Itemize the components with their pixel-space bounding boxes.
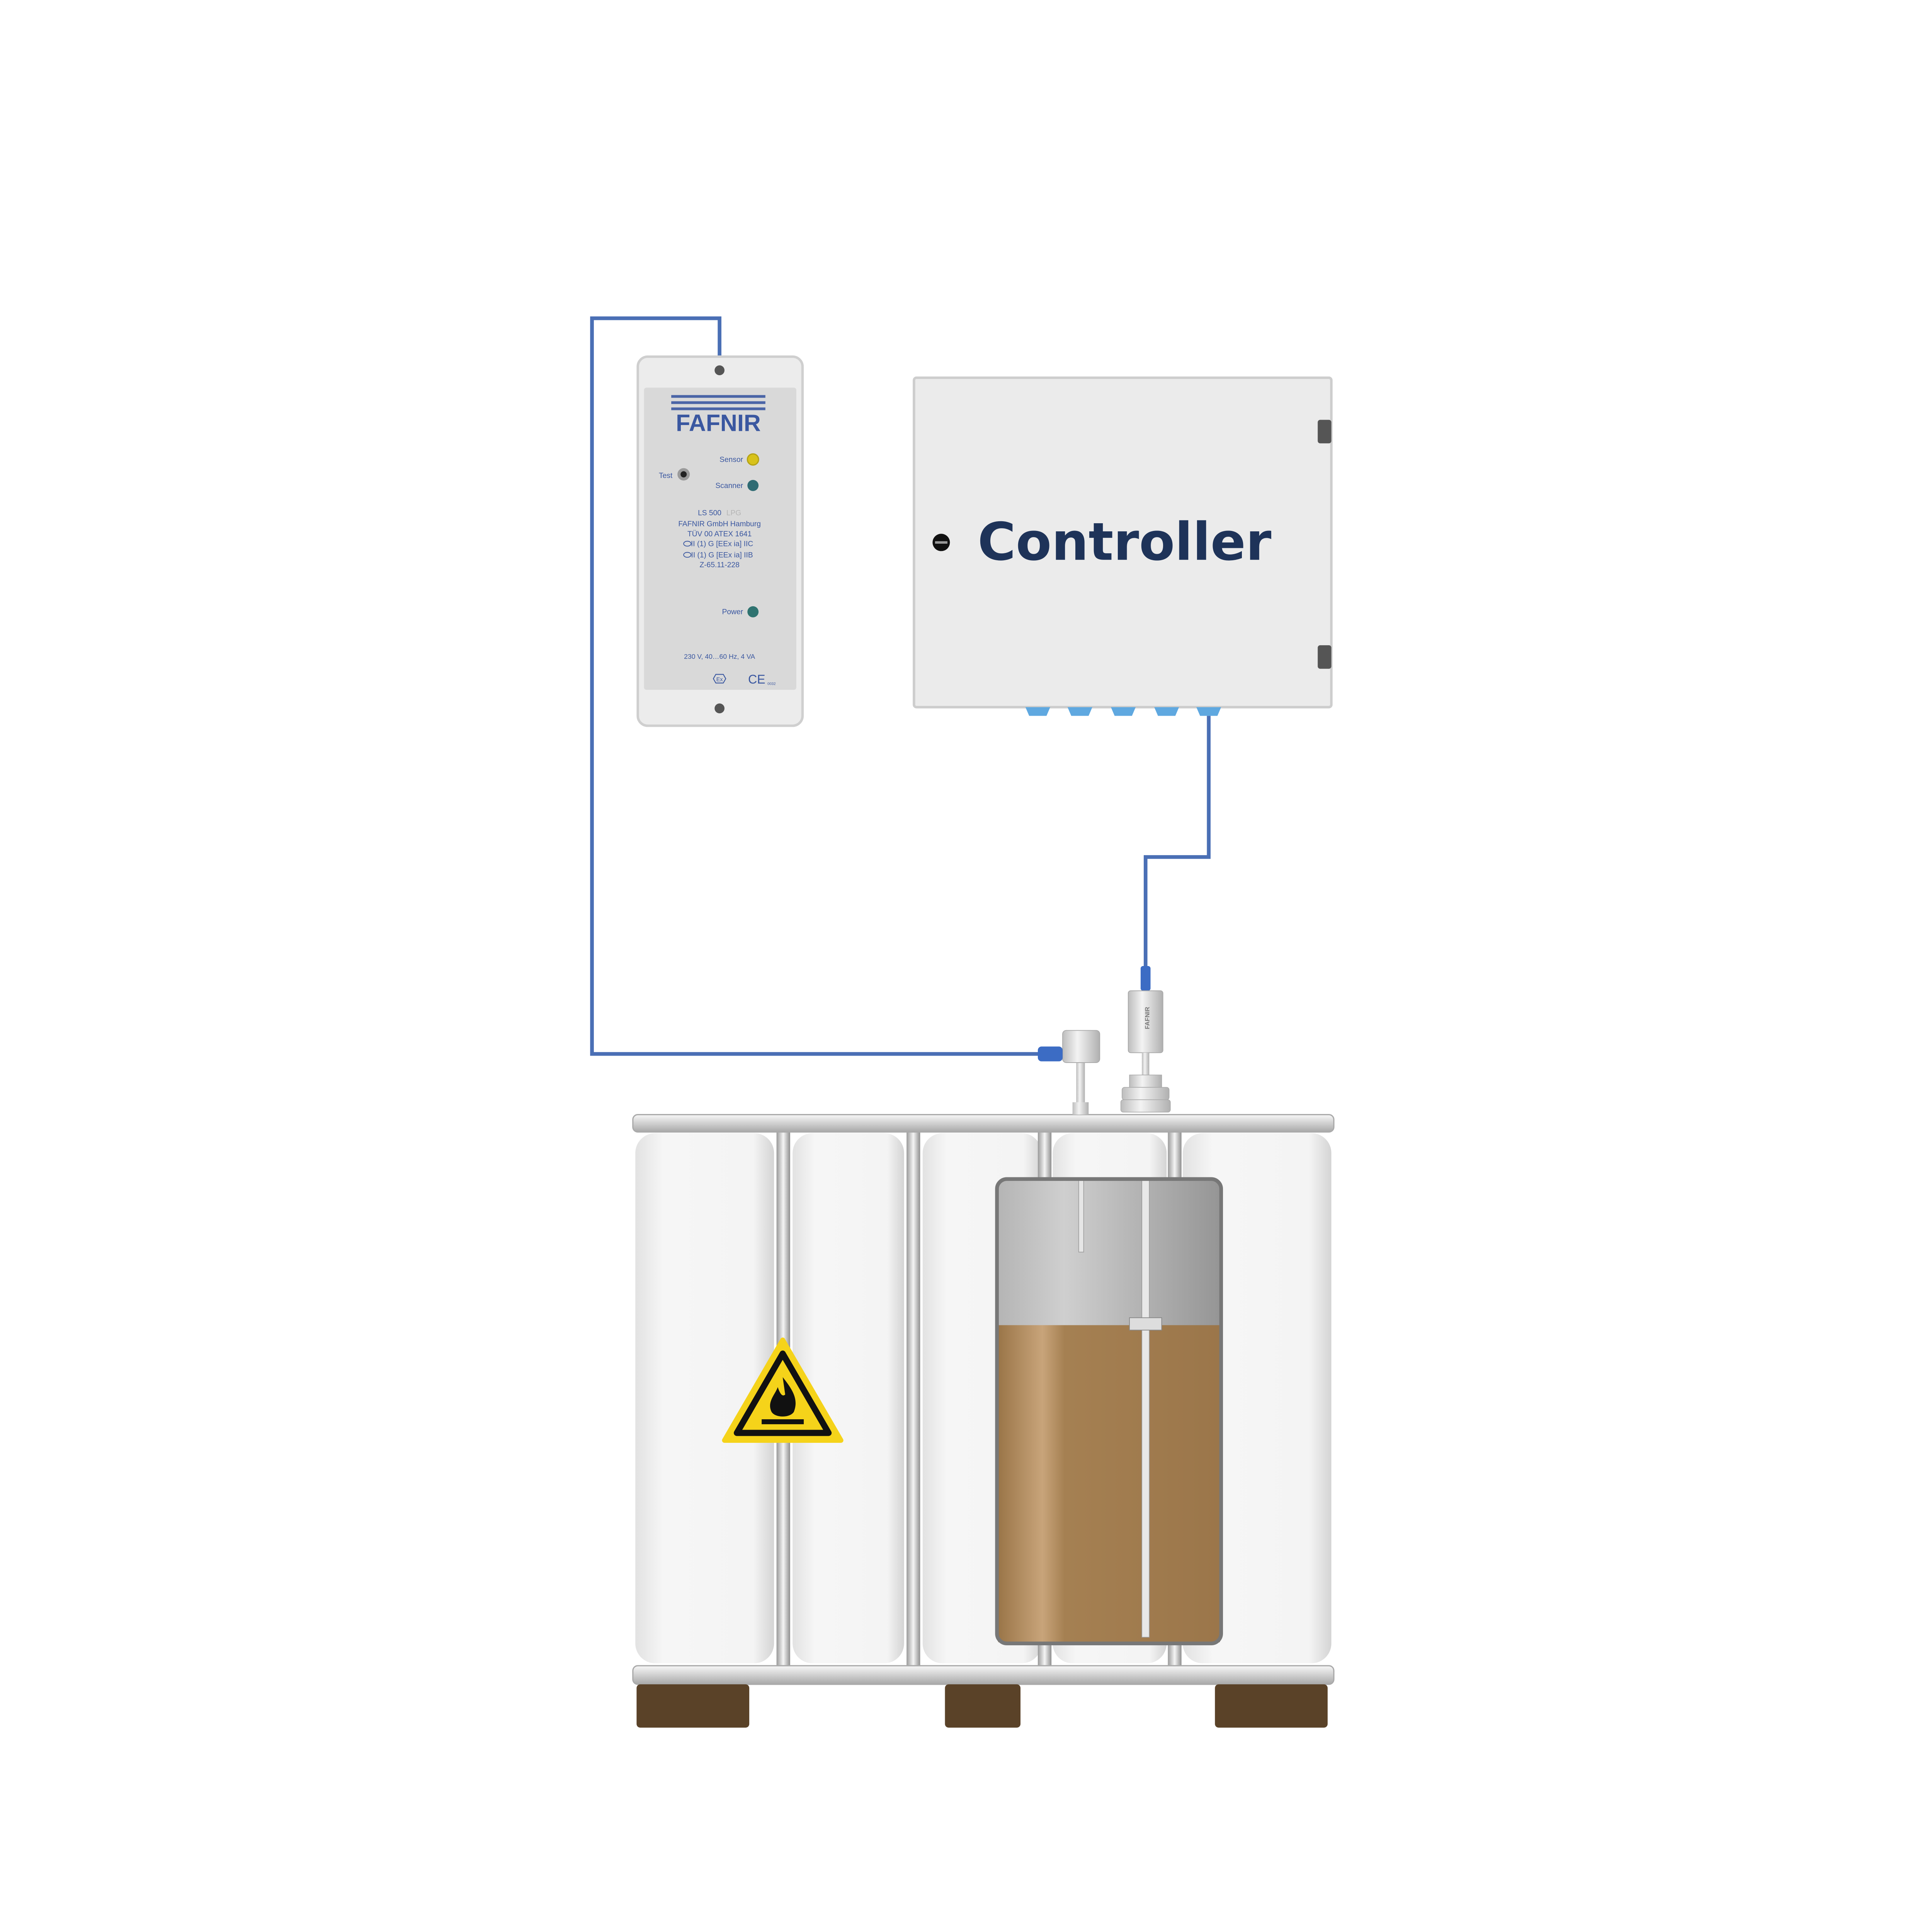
- svg-text:Ex: Ex: [716, 677, 723, 683]
- probe-brand: FAFNIR: [1144, 1007, 1151, 1029]
- fafnir-ls500-device: FAFNIR Sensor Test Scanner LS 500 LPG FAF…: [636, 355, 804, 727]
- marking-2: II (1) G [EEx ia] IIB: [691, 551, 753, 559]
- test-label: Test: [659, 472, 673, 480]
- lock-icon[interactable]: [932, 534, 950, 551]
- sensor-led: [747, 453, 759, 466]
- pallet-foot: [945, 1684, 1021, 1728]
- tank-cutaway: [995, 1177, 1223, 1646]
- level-probe-head: FAFNIR: [1120, 966, 1171, 1113]
- test-button[interactable]: [677, 468, 690, 481]
- rating: 230 V, 40…60 Hz, 4 VA: [684, 653, 755, 660]
- fafnir-logo: FAFNIR: [671, 395, 765, 436]
- probe-rod: [1141, 1180, 1150, 1638]
- liquid-level: [998, 1325, 1220, 1642]
- ex-mark-icon: Ex: [713, 674, 726, 684]
- controller-box[interactable]: Controller: [913, 376, 1333, 716]
- hinge-top: [1318, 420, 1332, 444]
- marking-1: II (1) G [EEx ia] IIC: [691, 540, 753, 548]
- cable-glands: [1025, 707, 1221, 716]
- power-label: Power: [722, 608, 743, 616]
- scanner-led: [747, 480, 759, 491]
- pallet-foot: [636, 1684, 750, 1728]
- ex-small-icon: [683, 541, 692, 547]
- logo-text: FAFNIR: [676, 410, 761, 436]
- ce-mark: CE: [748, 672, 765, 686]
- cable-gland: [1037, 1046, 1063, 1061]
- model: LS 500: [698, 509, 721, 517]
- model-variant: LPG: [726, 509, 741, 517]
- probe-connector: [1140, 966, 1151, 991]
- model-line: LS 500 LPG: [698, 509, 741, 517]
- ibc-tank: [632, 1114, 1335, 1728]
- pallet-foot: [1215, 1684, 1328, 1728]
- cable-controller-to-probe: [1143, 716, 1211, 991]
- left-fitting: [1037, 1030, 1100, 1115]
- ex-small-icon: [683, 552, 692, 558]
- power-led: [747, 606, 759, 617]
- hinge-bottom: [1318, 645, 1332, 669]
- ce-number: 0032: [767, 682, 776, 686]
- probe-float: [1129, 1317, 1162, 1331]
- sensor-label: Sensor: [719, 456, 743, 464]
- cable-device-to-fitting: [590, 316, 1043, 1056]
- manufacturer: FAFNIR GmbH Hamburg: [678, 520, 761, 528]
- certificate: TÜV 00 ATEX 1641: [687, 530, 752, 538]
- screw-top-icon: [714, 365, 724, 376]
- flammable-warning-icon: [722, 1337, 844, 1443]
- approval: Z-65.11-228: [700, 561, 740, 569]
- scanner-label: Scanner: [715, 482, 743, 490]
- screw-bottom-icon: [714, 703, 724, 714]
- controller-label: Controller: [978, 512, 1271, 572]
